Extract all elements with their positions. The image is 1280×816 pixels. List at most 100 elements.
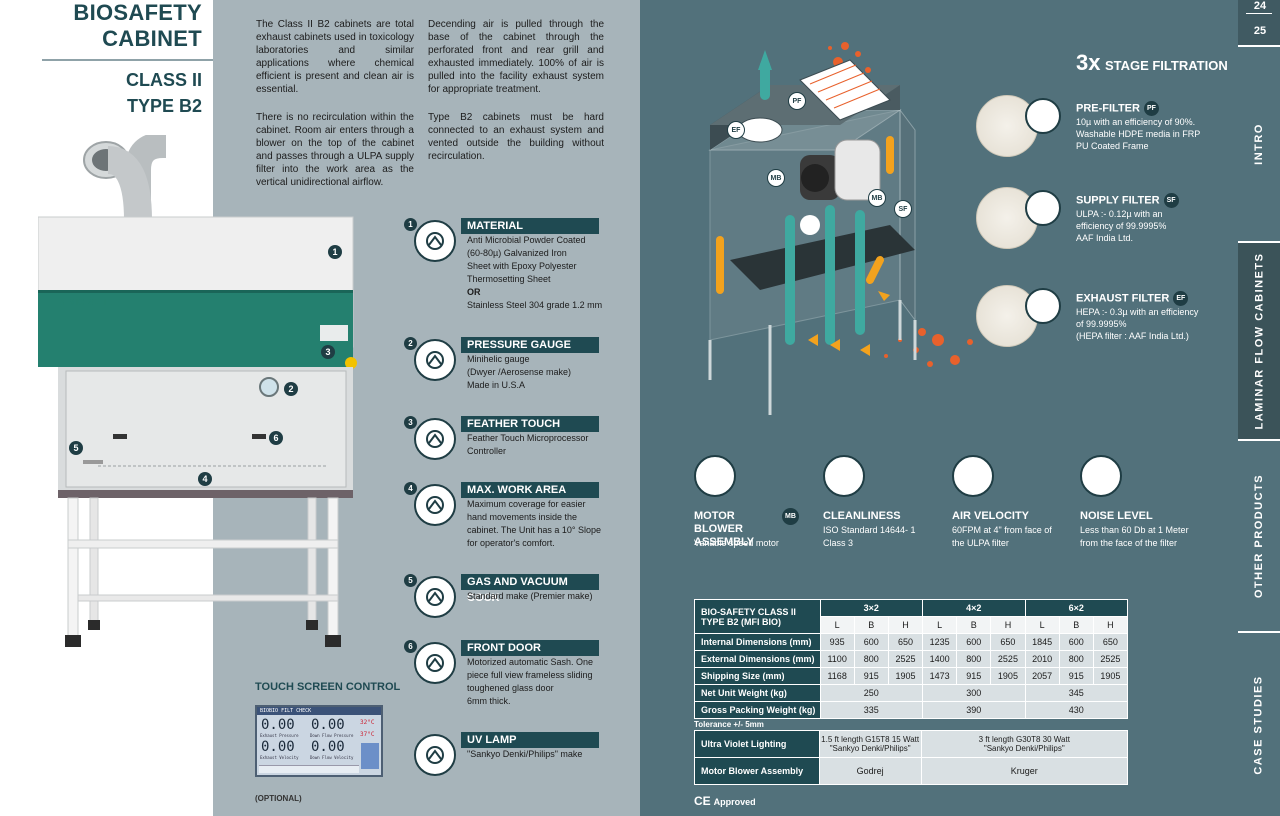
table-cell: 915 xyxy=(956,667,992,685)
feature-title: MATERIAL xyxy=(461,218,599,234)
filter-title-text: SUPPLY FILTER xyxy=(1076,194,1160,207)
spec-description-line: ISO Standard 14644- 1 xyxy=(823,525,916,535)
table-title-line-1: BIO-SAFETY CLASS II xyxy=(701,606,796,617)
table-cell: Godrej xyxy=(818,757,922,785)
table-cell: 390 xyxy=(922,701,1026,719)
screen-label-3: Exhaust Velocity xyxy=(260,755,299,760)
filter-badge: SF xyxy=(1163,193,1179,208)
subtitle-line-1: CLASS II xyxy=(125,70,202,90)
table-cell: 300 xyxy=(922,684,1026,702)
tab-intro[interactable]: INTRO xyxy=(1238,45,1280,241)
feature-number: 5 xyxy=(404,574,417,587)
screen-value-2: 0.00 xyxy=(311,717,345,733)
screen-graph xyxy=(361,743,379,769)
tab-laminar-flow-cabinets[interactable]: LAMINAR FLOW CABINETS xyxy=(1238,241,1280,439)
feature-description-line: Maximum coverage for easier xyxy=(467,499,586,509)
table-cell: 2525 xyxy=(990,650,1026,668)
diagram-label-sf: SF xyxy=(894,200,912,218)
tab-laminar-label: LAMINAR FLOW CABINETS xyxy=(1253,252,1265,430)
ce-mark: CE xyxy=(694,794,711,808)
screen-temp-2: 37°C xyxy=(360,731,375,738)
screen-value-3: 0.00 xyxy=(261,739,295,755)
dimension-header: H xyxy=(990,616,1026,634)
screen-button-bar[interactable] xyxy=(259,765,359,773)
title-line-2: CABINET xyxy=(102,26,202,51)
filter-description: HEPA :- 0.3µ with an efficiency of 99.999… xyxy=(1076,306,1226,342)
touch-screen-display: BIOBIO FILT CHECK 0.00 0.00 Exhaust Pres… xyxy=(255,705,383,777)
spec-badge: MB xyxy=(782,508,799,525)
uv-lamp-icon xyxy=(414,734,456,776)
feature-title: GAS AND VACUUM COCK xyxy=(461,574,599,604)
tab-case-studies[interactable]: CASE STUDIES xyxy=(1238,631,1280,816)
table-cell: 3 ft length G30T8 30 Watt"Sankyo Denki/P… xyxy=(920,730,1129,758)
table-cell: 1905 xyxy=(1092,667,1129,685)
dimension-header: H xyxy=(887,616,924,634)
spec-description-line: Less than 60 Db at 1 Meter xyxy=(1080,525,1189,535)
table-cell: 600 xyxy=(1058,633,1094,651)
callout-4: 4 xyxy=(198,472,212,486)
feature-description-line: Sheet with Epoxy Polyester xyxy=(467,261,577,271)
filter-title-text: PRE-FILTER xyxy=(1076,102,1140,115)
filter-badge: PF xyxy=(1143,101,1159,116)
intro-col2-p2: Type B2 cabinets must be hard connected … xyxy=(428,112,604,162)
spec-description-line: 60FPM at 4" from face of xyxy=(952,525,1052,535)
table-cell: 800 xyxy=(956,650,992,668)
feature-number: 2 xyxy=(404,337,417,350)
spec-description: Variable speed motor xyxy=(694,537,819,550)
table-cell: 1905 xyxy=(887,667,924,685)
diagram-label-mb-1: MB xyxy=(767,169,785,187)
filter-description-line: ULPA :- 0.12µ with an xyxy=(1076,209,1163,219)
callout-5: 5 xyxy=(69,441,83,455)
filter-description-line: PU Coated Frame xyxy=(1076,141,1149,151)
feature-description: Maximum coverage for easier hand movement… xyxy=(467,498,607,550)
feature-description-line: hand movements inside the xyxy=(467,512,578,522)
air-velocity-icon xyxy=(952,455,994,497)
table-cell: 1100 xyxy=(819,650,855,668)
table-cell: 915 xyxy=(853,667,889,685)
touch-screen-optional: (OPTIONAL) xyxy=(255,794,302,803)
table-cell: 2010 xyxy=(1024,650,1060,668)
feature-description-line: toughened glass door xyxy=(467,683,554,693)
diagram-label-mb-2: MB xyxy=(868,189,886,207)
table-cell: 335 xyxy=(819,701,924,719)
table-cell: 935 xyxy=(819,633,855,651)
spec-description: Less than 60 Db at 1 Meter from the face … xyxy=(1080,524,1205,550)
tab-other-products[interactable]: OTHER PRODUCTS xyxy=(1238,439,1280,631)
feature-description: Anti Microbial Powder Coated(60-80µ) Gal… xyxy=(467,234,607,312)
filter-description-line: AAF India Ltd. xyxy=(1076,233,1134,243)
filter-description-line: (HEPA filter : AAF India Ltd.) xyxy=(1076,331,1189,341)
feature-description-line: Thermosetting Sheet xyxy=(467,274,551,284)
filter-description-line: efficiency of 99.9995% xyxy=(1076,221,1167,231)
subtitle-line-2: TYPE B2 xyxy=(126,96,202,116)
noise-ear-icon xyxy=(1080,455,1122,497)
table-cell: 915 xyxy=(1058,667,1094,685)
touch-screen-title: TOUCH SCREEN CONTROL xyxy=(255,681,401,693)
gas-tap-icon xyxy=(414,576,456,618)
table-cell: 650 xyxy=(1092,633,1129,651)
filter-title-text: EXHAUST FILTER xyxy=(1076,292,1170,305)
filtration-title-text: STAGE FILTRATION xyxy=(1104,58,1228,73)
feature-description-line: Standard make (Premier make) xyxy=(467,591,593,601)
feature-title: FEATHER TOUCH xyxy=(461,416,599,432)
feature-number: 4 xyxy=(404,482,417,495)
table-cell: 1235 xyxy=(922,633,958,651)
approved-label: Approved xyxy=(713,797,756,807)
dimension-header: L xyxy=(819,616,855,634)
page-title: BIOSAFETY CABINET xyxy=(40,0,202,52)
filtration-title: 3x STAGE FILTRATION xyxy=(1076,50,1228,76)
filter-description-line: of 99.9995% xyxy=(1076,319,1127,329)
feature-title: MAX. WORK AREA xyxy=(461,482,599,498)
spec-description-line: from the face of the filter xyxy=(1080,538,1178,548)
row-label: Internal Dimensions (mm) xyxy=(694,633,821,651)
filter-description-line: HEPA :- 0.3µ with an efficiency xyxy=(1076,307,1199,317)
table-cell: Kruger xyxy=(920,757,1129,785)
model-header: 4×2 xyxy=(922,599,1026,617)
